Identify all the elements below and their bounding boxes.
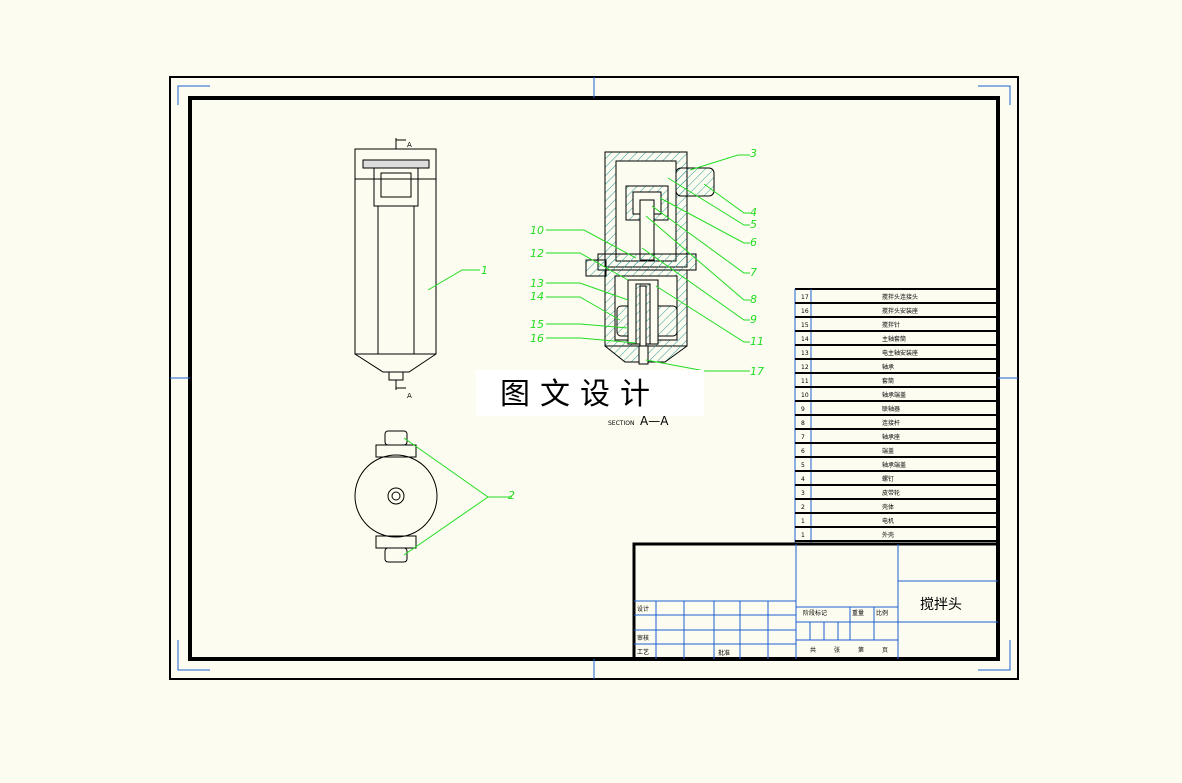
callout-3: 3 [750, 147, 757, 160]
parts-list-name: 螺钉 [882, 475, 894, 483]
review-label: 审核 [637, 634, 649, 642]
parts-list-number: 3 [801, 490, 805, 497]
section-name: A—A [640, 414, 669, 428]
parts-list-number: 12 [801, 364, 809, 371]
parts-list-name: 端盖 [882, 447, 894, 455]
stage-label: 阶段标记 [803, 609, 827, 617]
parts-list-name: 轴承座 [882, 433, 900, 441]
callout-2: 2 [508, 489, 515, 502]
parts-list-name: 轴承端盖 [882, 461, 906, 469]
parts-list-name: 连接杆 [882, 419, 900, 427]
callout-10: 10 [530, 224, 544, 237]
top-view [354, 430, 438, 563]
section-view [585, 151, 715, 365]
section-marker-top: A [407, 141, 412, 149]
parts-list-number: 7 [801, 434, 805, 441]
callout-14: 14 [530, 290, 544, 303]
callout-11: 11 [750, 335, 764, 348]
parts-list-name: 轴承 [882, 363, 894, 371]
parts-list-number: 15 [801, 322, 809, 329]
part-name: 搅拌头 [920, 597, 962, 613]
parts-list-number: 13 [801, 350, 809, 357]
parts-list-number: 11 [801, 378, 809, 385]
callout-13: 13 [530, 277, 544, 290]
page-unit-label: 页 [882, 647, 888, 654]
parts-list-name: 搅拌头连接头 [882, 293, 918, 301]
parts-list-number: 6 [801, 448, 805, 455]
scale-label: 比例 [876, 609, 888, 617]
title-block [632, 542, 1000, 661]
parts-list-number: 14 [801, 336, 809, 343]
leader-lines [403, 154, 750, 556]
parts-list-number: 16 [801, 308, 809, 315]
callout-1: 1 [481, 264, 488, 277]
callout-15: 15 [530, 318, 544, 331]
parts-list-name: 电主轴安装座 [882, 349, 918, 357]
page-label: 第 [858, 646, 864, 654]
approve-label: 批准 [718, 649, 730, 657]
section-marker-bottom: A [407, 392, 412, 400]
parts-list-number: 9 [801, 406, 805, 413]
parts-list-number: 2 [801, 504, 805, 511]
callout-6: 6 [750, 236, 757, 249]
parts-list-name: 套筒 [882, 377, 894, 385]
parts-list-number: 8 [801, 420, 805, 427]
watermark-box [476, 370, 704, 416]
parts-list-number: 17 [801, 294, 809, 301]
section-title: SECTION [608, 420, 634, 427]
parts-list-number: 1 [801, 532, 805, 539]
callout-9: 9 [750, 313, 757, 326]
parts-list-number: 1 [801, 518, 805, 525]
parts-list-name: 轴承端盖 [882, 391, 906, 399]
parts-list-name: 皮带轮 [882, 489, 900, 497]
parts-list-name: 搅拌针 [882, 321, 900, 329]
callout-16: 16 [530, 332, 544, 345]
callout-7: 7 [750, 266, 757, 279]
parts-list-name: 外壳 [882, 531, 894, 539]
watermark-text: 图文设计 [500, 377, 660, 412]
process-label: 工艺 [637, 648, 649, 656]
callout-17: 17 [750, 365, 764, 378]
parts-list-name: 电机 [882, 517, 894, 525]
parts-list-number: 4 [801, 476, 805, 483]
front-view [354, 138, 437, 390]
callout-4: 4 [750, 206, 757, 219]
callout-8: 8 [750, 293, 757, 306]
weight-label: 重量 [852, 609, 864, 617]
parts-list-number: 5 [801, 462, 805, 469]
parts-list-name: 搅拌头安装座 [882, 307, 918, 315]
total-label: 共 [810, 646, 816, 654]
parts-list-name: 联轴器 [882, 405, 900, 413]
design-label: 设计 [637, 605, 649, 613]
callout-12: 12 [530, 247, 544, 260]
parts-list-name: 主轴套筒 [882, 335, 906, 343]
sheets-label: 张 [834, 646, 840, 654]
callout-5: 5 [750, 218, 757, 231]
centering-marks [170, 77, 1018, 679]
parts-list-number: 10 [801, 392, 809, 399]
parts-list-name: 壳体 [882, 503, 894, 511]
